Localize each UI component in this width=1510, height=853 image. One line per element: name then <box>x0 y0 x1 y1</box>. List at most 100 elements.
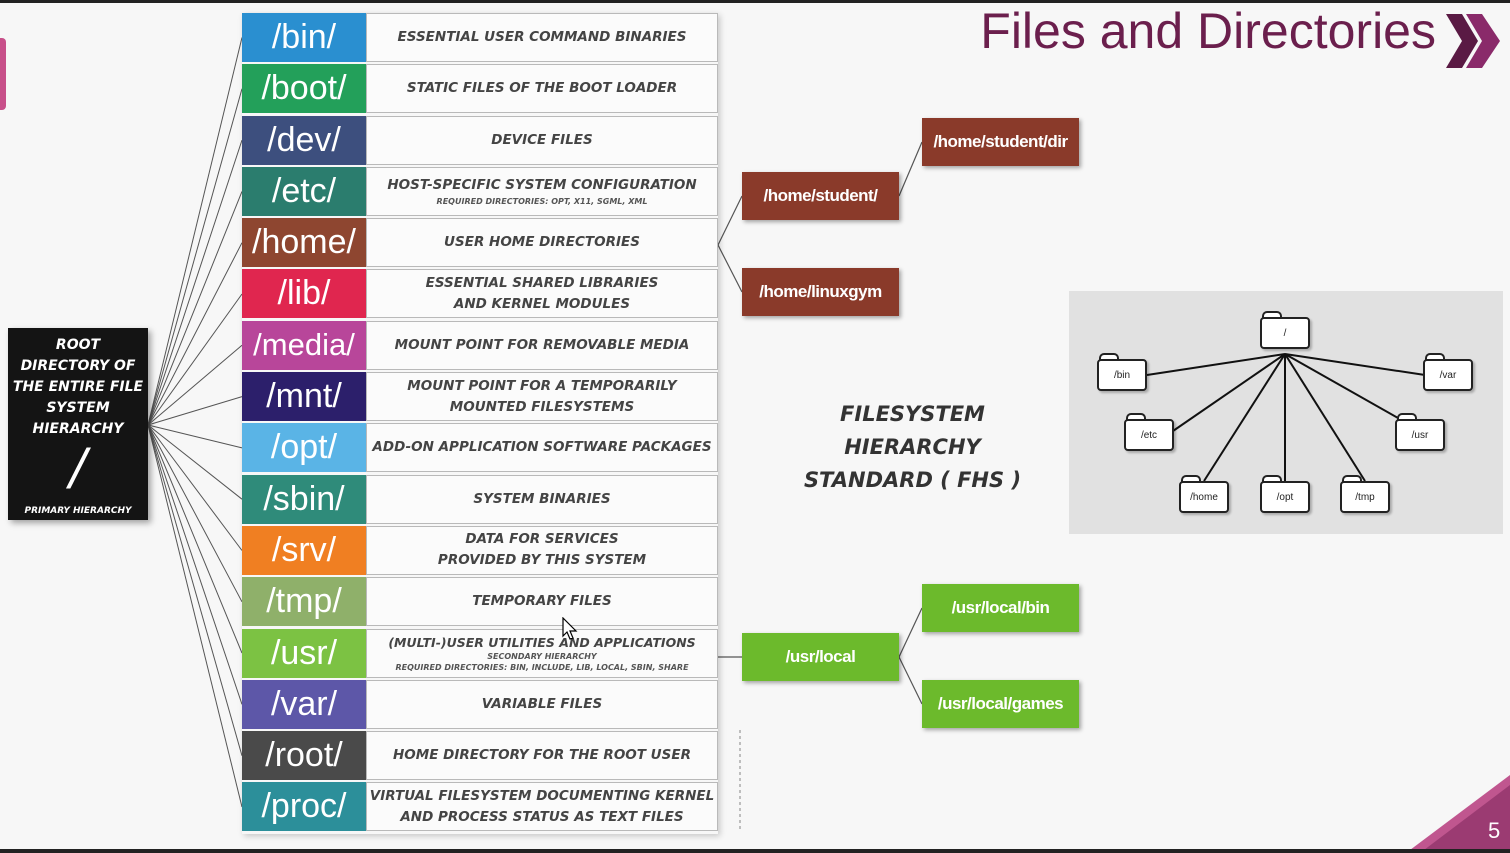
directory-description: SYSTEM BINARIES <box>366 474 718 524</box>
description-line: DEVICE FILES <box>491 131 593 148</box>
directory-row: /home/USER HOME DIRECTORIES <box>242 218 718 268</box>
directory-description: STATIC FILES OF THE BOOT LOADER <box>366 64 718 114</box>
mouse-cursor-icon <box>562 617 578 640</box>
bottom-rule <box>0 849 1510 853</box>
directory-row: /proc/VIRTUAL FILESYSTEM DOCUMENTING KER… <box>242 782 718 832</box>
directory-name: /root/ <box>242 731 366 781</box>
root-slash: / <box>69 438 87 496</box>
description-line: (MULTI-)USER UTILITIES AND APPLICATIONS <box>388 634 696 650</box>
description-small-2: REQUIRED DIRECTORIES: BIN, INCLUDE, LIB,… <box>395 662 689 672</box>
directory-description: VARIABLE FILES <box>366 679 718 729</box>
directory-name: /home/ <box>242 218 366 268</box>
directory-name: /tmp/ <box>242 577 366 627</box>
directory-description: DEVICE FILES <box>366 115 718 165</box>
root-connector-line <box>147 396 243 426</box>
directory-name: /lib/ <box>242 269 366 319</box>
directory-description: ADD-ON APPLICATION SOFTWARE PACKAGES <box>366 423 718 473</box>
description-line-2: AND KERNEL MODULES <box>453 295 631 312</box>
directory-description: DATA FOR SERVICES PROVIDED BY THIS SYSTEM <box>366 525 718 575</box>
directory-row: /boot/STATIC FILES OF THE BOOT LOADER <box>242 64 718 114</box>
page-number: 5 <box>1488 818 1501 843</box>
directory-description: ESSENTIAL USER COMMAND BINARIES <box>366 13 718 62</box>
directory-row: /usr/(MULTI-)USER UTILITIES AND APPLICAT… <box>242 628 718 678</box>
directory-row: /tmp/TEMPORARY FILES <box>242 577 718 627</box>
directory-row: /root/HOME DIRECTORY FOR THE ROOT USER <box>242 731 718 781</box>
description-line: ESSENTIAL SHARED LIBRARIES <box>425 274 659 291</box>
root-connector-line <box>147 424 243 756</box>
top-rule <box>0 0 1510 3</box>
directory-name: /dev/ <box>242 115 366 165</box>
description-line: SYSTEM BINARIES <box>473 490 611 507</box>
description-line-2: PROVIDED BY THIS SYSTEM <box>437 552 647 569</box>
folder-icon-tmp: /tmp <box>1340 475 1390 513</box>
folder-icon-etc: /etc <box>1124 413 1174 451</box>
slide-title: Files and Directories <box>980 3 1436 59</box>
node-home-student-dir: /home/student/dir <box>922 118 1079 166</box>
directory-description: MOUNT POINT FOR REMOVABLE MEDIA <box>366 320 718 370</box>
directory-row: /sbin/SYSTEM BINARIES <box>242 474 718 524</box>
root-connector-line <box>147 424 243 705</box>
node-usr-local: /usr/local <box>742 633 899 681</box>
root-connector-line <box>147 424 243 603</box>
directory-description: HOME DIRECTORY FOR THE ROOT USER <box>366 731 718 781</box>
directory-name: /var/ <box>242 679 366 729</box>
root-connector-line <box>147 424 243 500</box>
directory-row: /var/VARIABLE FILES <box>242 679 718 729</box>
root-connector-line <box>147 37 243 426</box>
directory-row: /srv/DATA FOR SERVICES PROVIDED BY THIS S… <box>242 525 718 575</box>
description-line: MOUNT POINT FOR A TEMPORARILY <box>407 377 677 394</box>
folder-icon-bin: /bin <box>1097 353 1147 391</box>
folder-icon-opt: /opt <box>1260 475 1310 513</box>
directory-row: /opt/ADD-ON APPLICATION SOFTWARE PACKAGE… <box>242 423 718 473</box>
folder-icon-home: /home <box>1179 475 1229 513</box>
folder-icon-root: / <box>1260 311 1310 349</box>
description-line: VIRTUAL FILESYSTEM DOCUMENTING KERNEL <box>369 787 715 804</box>
filesystem-tree-panel: / /bin /var /etc /usr /home /opt /tmp <box>1069 291 1503 534</box>
directory-name: /boot/ <box>242 64 366 114</box>
directory-name: /proc/ <box>242 782 366 832</box>
corner-decoration <box>1410 775 1510 850</box>
description-small: REQUIRED DIRECTORIES: OPT, X11, SGML, XM… <box>436 197 648 207</box>
description-line: TEMPORARY FILES <box>472 593 612 610</box>
root-directory-box: ROOT DIRECTORY OF THE ENTIRE FILE SYSTEM… <box>8 328 148 520</box>
root-connector-line <box>147 424 243 808</box>
description-line-2: AND PROCESS STATUS AS TEXT FILES <box>400 808 684 825</box>
directory-description: TEMPORARY FILES <box>366 577 718 627</box>
root-connector-line <box>147 424 243 654</box>
folder-icon-var: /var <box>1423 353 1473 391</box>
directory-description: HOST-SPECIFIC SYSTEM CONFIGURATION REQUIR… <box>366 166 718 216</box>
description-line: ESSENTIAL USER COMMAND BINARIES <box>397 29 687 45</box>
description-small: SECONDARY HIERARCHY <box>487 651 597 661</box>
node-home-student: /home/student/ <box>742 172 899 220</box>
left-accent-tab <box>0 38 6 110</box>
directory-row: /lib/ESSENTIAL SHARED LIBRARIES AND KERNE… <box>242 269 718 319</box>
root-connector-line <box>147 242 243 426</box>
root-connector-line <box>147 424 243 551</box>
directory-name: /media/ <box>242 320 366 370</box>
root-connector-line <box>147 293 243 426</box>
double-chevron-icon <box>1446 14 1500 68</box>
directory-name: /usr/ <box>242 628 366 678</box>
description-line: VARIABLE FILES <box>481 695 603 712</box>
directory-row: /media/MOUNT POINT FOR REMOVABLE MEDIA <box>242 320 718 370</box>
directory-name: /srv/ <box>242 525 366 575</box>
directory-row: /mnt/MOUNT POINT FOR A TEMPORARILY MOUNTE… <box>242 372 718 422</box>
fhs-label-line1: FILESYSTEM HIERARCHY <box>840 402 985 459</box>
directory-name: /mnt/ <box>242 372 366 422</box>
description-line: MOUNT POINT FOR REMOVABLE MEDIA <box>394 336 690 353</box>
description-line: STATIC FILES OF THE BOOT LOADER <box>406 80 678 97</box>
primary-hierarchy-label: PRIMARY HIERARCHY <box>24 506 132 516</box>
root-connector-line <box>147 191 243 426</box>
description-line: HOST-SPECIFIC SYSTEM CONFIGURATION <box>387 177 697 194</box>
directory-description: ESSENTIAL SHARED LIBRARIES AND KERNEL MOD… <box>366 269 718 319</box>
directory-name: /sbin/ <box>242 474 366 524</box>
description-line: DATA FOR SERVICES <box>465 531 619 548</box>
description-line-2: MOUNTED FILESYSTEMS <box>449 398 635 415</box>
root-connector-line <box>147 139 243 426</box>
directory-name: /etc/ <box>242 166 366 216</box>
description-line: ADD-ON APPLICATION SOFTWARE PACKAGES <box>372 439 712 456</box>
fhs-label-line2: STANDARD ( FHS ) <box>803 468 1022 492</box>
